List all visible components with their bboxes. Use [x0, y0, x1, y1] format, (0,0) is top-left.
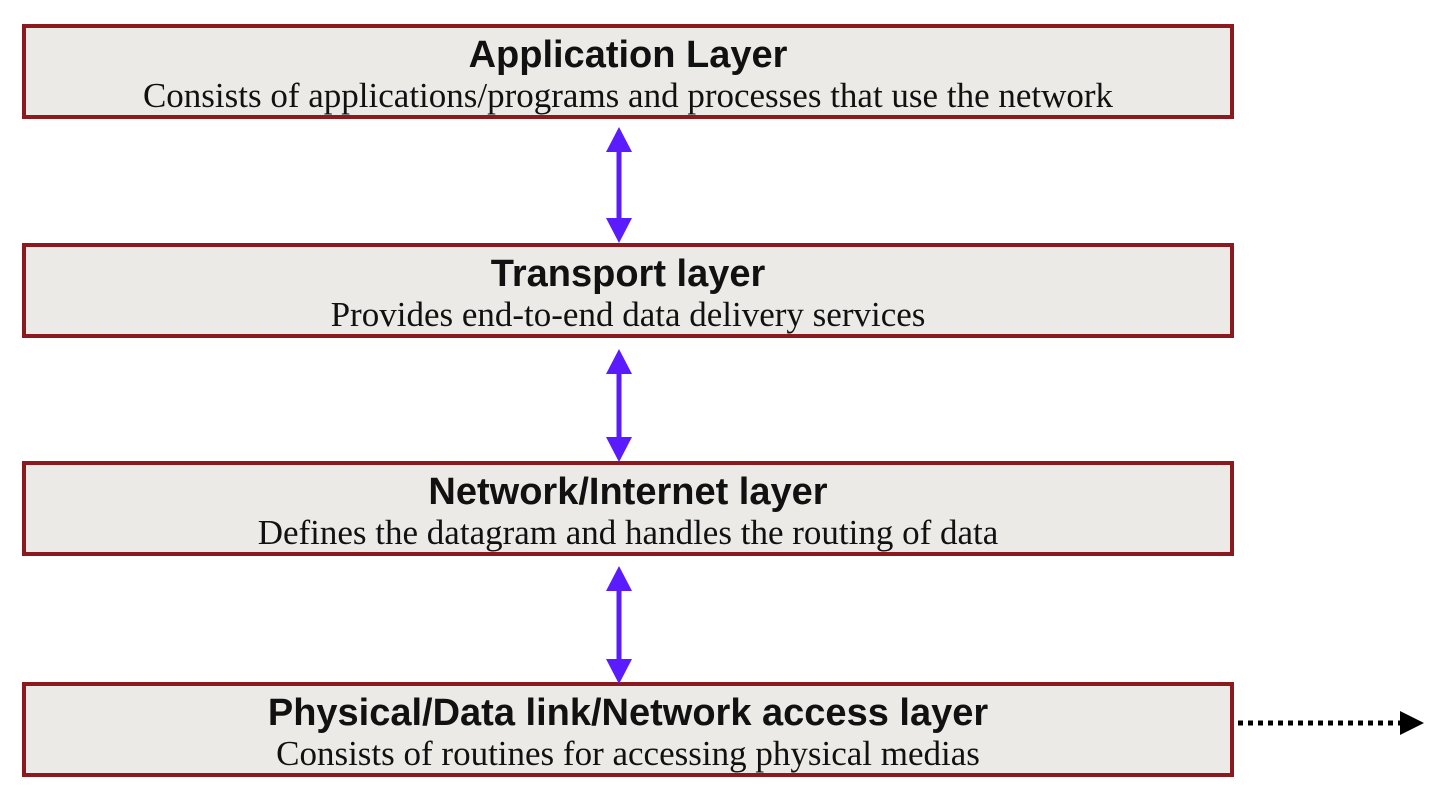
transport-layer-description: Provides end-to-end data delivery servic…	[330, 295, 926, 334]
transport-layer-box: Transport layer Provides end-to-end data…	[22, 243, 1234, 338]
physical-datalink-layer-box: Physical/Data link/Network access layer …	[22, 682, 1234, 777]
application-layer-box: Application Layer Consists of applicatio…	[22, 24, 1234, 119]
application-layer-title: Application Layer	[468, 34, 788, 76]
physical-datalink-layer-title: Physical/Data link/Network access layer	[267, 692, 989, 734]
bidirectional-arrow-transport-network	[606, 349, 632, 462]
dotted-arrow-right	[1238, 711, 1424, 735]
bidirectional-arrow-application-transport	[606, 127, 632, 243]
application-layer-description: Consists of applications/programs and pr…	[142, 76, 1114, 115]
network-internet-layer-box: Network/Internet layer Defines the datag…	[22, 461, 1234, 556]
physical-datalink-layer-description: Consists of routines for accessing physi…	[276, 734, 980, 773]
network-internet-layer-description: Defines the datagram and handles the rou…	[257, 513, 999, 552]
bidirectional-arrow-network-physical	[606, 566, 632, 684]
network-internet-layer-title: Network/Internet layer	[428, 471, 828, 513]
transport-layer-title: Transport layer	[490, 253, 766, 295]
